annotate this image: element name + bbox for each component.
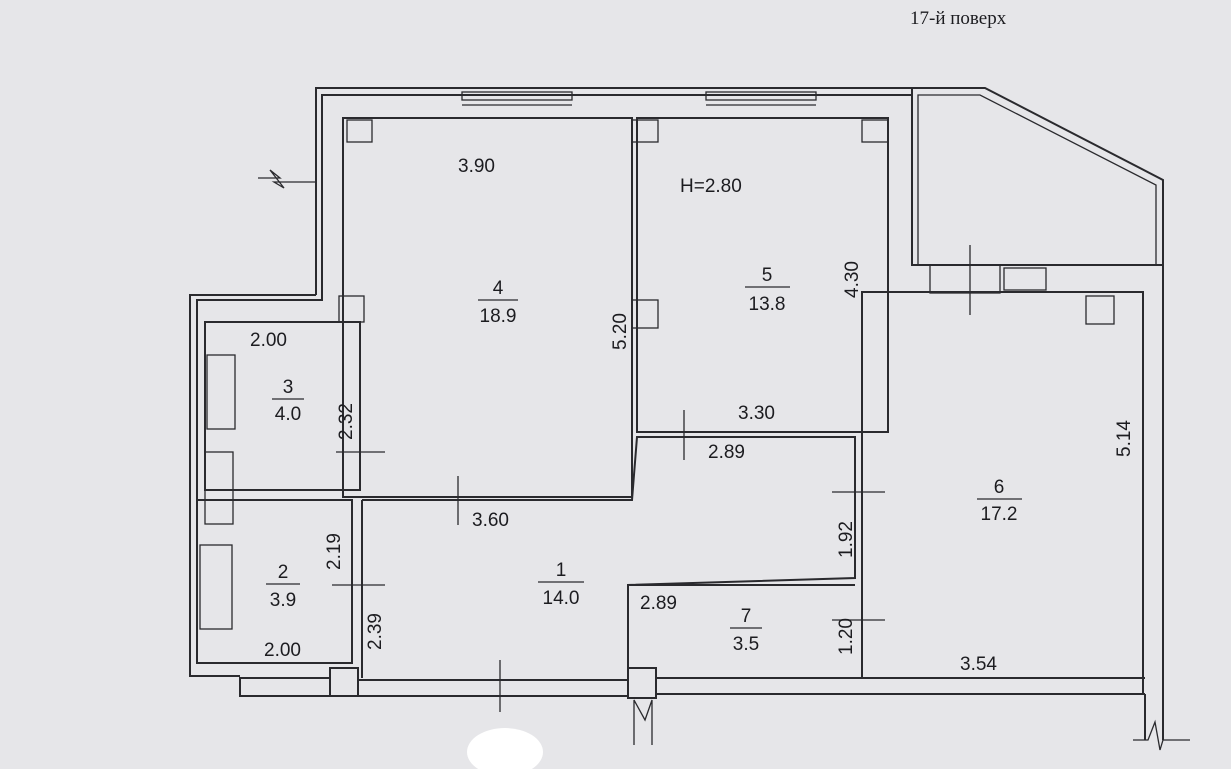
room-area-2: 3.9 [270,590,296,611]
room-labels: 4 18.9 5 13.8 3 4.0 6 17.2 2 3.9 1 14.0 … [266,265,1022,655]
dim-room4-width: 3.90 [458,156,495,177]
dim-room3-height: 2.32 [336,403,357,440]
room-area-1: 14.0 [543,588,580,609]
room-number-6: 6 [994,477,1005,498]
room-number-2: 2 [278,562,289,583]
dim-room2-height-a: 2.19 [324,533,345,570]
dim-room2-height-b: 2.39 [365,613,386,650]
room-number-5: 5 [762,265,773,286]
dim-room7-width: 2.89 [640,593,677,614]
dim-hall-height: 1.92 [836,521,857,558]
dim-room7-height: 1.20 [836,618,857,655]
floor-label: 17-й поверх [910,8,1007,29]
walls [189,87,1190,751]
dim-hall-width-top: 2.89 [708,442,745,463]
dim-room3-width: 2.00 [250,330,287,351]
room-area-3: 4.0 [275,404,301,425]
blur-patch [467,728,543,769]
dimension-labels: 3.90 5.20 4.30 3.30 2.00 2.32 2.89 3.60 … [250,156,1135,675]
dim-room2-width: 2.00 [264,640,301,661]
dim-room5-height: 4.30 [842,261,863,298]
dim-room5-width: 3.30 [738,403,775,424]
room-area-7: 3.5 [733,634,759,655]
room-area-5: 13.8 [749,294,786,315]
dim-room6-width: 3.54 [960,654,997,675]
dim-room6-height: 5.14 [1114,420,1135,457]
room-number-4: 4 [493,278,504,299]
room-number-1: 1 [556,560,567,581]
ceiling-height: H=2.80 [680,176,742,197]
room-area-4: 18.9 [480,306,517,327]
dim-room4-height: 5.20 [610,313,631,350]
room-number-7: 7 [741,606,752,627]
room-number-3: 3 [283,377,294,398]
room-area-6: 17.2 [981,504,1018,525]
dim-hall-width-left: 3.60 [472,510,509,531]
